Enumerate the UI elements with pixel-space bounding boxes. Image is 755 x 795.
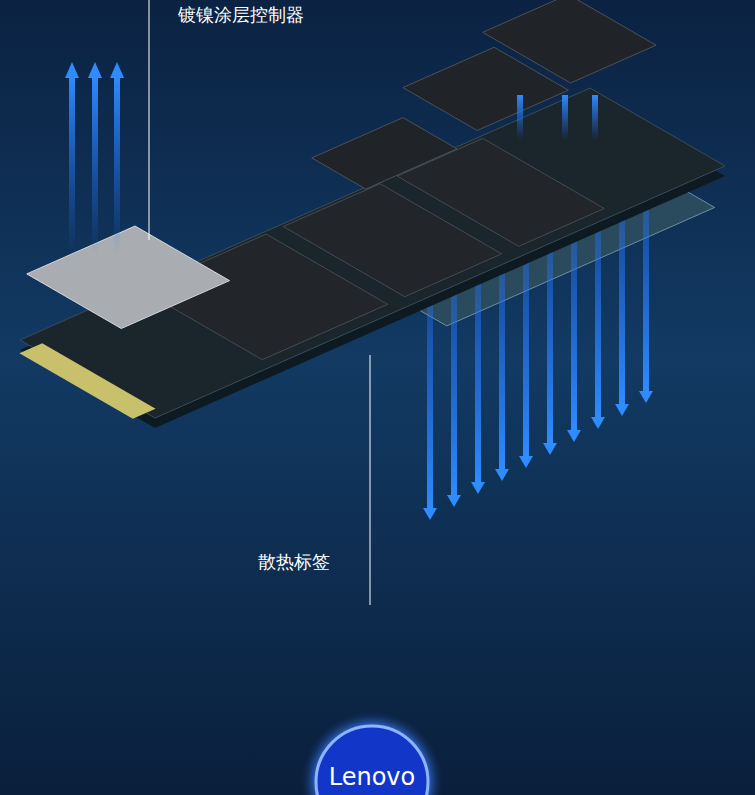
heat-arrow-head <box>423 508 437 520</box>
pcb-board <box>20 88 725 418</box>
heat-arrow-head <box>543 443 557 455</box>
controller-chip <box>27 226 230 328</box>
leader-line <box>370 355 371 605</box>
part-label: 散热标签 <box>258 551 330 573</box>
logo-glow <box>300 710 444 795</box>
heat-arrow <box>517 95 523 140</box>
heat-arrow-head <box>65 62 79 78</box>
heat-arrow-head <box>471 482 485 494</box>
heat-arrow <box>562 95 568 140</box>
heat-arrow-head <box>110 62 124 78</box>
brand-logo: Lenovo <box>329 763 416 792</box>
heat-arrow-head <box>519 456 533 468</box>
heat-arrow-head <box>639 391 653 403</box>
heat-arrow-head <box>495 469 509 481</box>
heat-arrow-head <box>615 404 629 416</box>
lifted-chip <box>483 0 656 83</box>
heat-arrow <box>592 95 598 140</box>
heat-arrow-head <box>88 62 102 78</box>
part-label: 镀镍涂层控制器 <box>178 4 304 26</box>
heat-arrow <box>92 75 98 255</box>
gold-fingers <box>19 343 155 419</box>
heat-arrow-head <box>591 417 605 429</box>
heat-arrow <box>114 75 120 255</box>
heat-arrow-head <box>567 430 581 442</box>
heat-arrow <box>69 75 75 255</box>
lifted-chip <box>312 118 457 190</box>
leader-line <box>149 0 150 240</box>
heat-arrow-head <box>447 495 461 507</box>
logo-ring <box>316 726 428 795</box>
